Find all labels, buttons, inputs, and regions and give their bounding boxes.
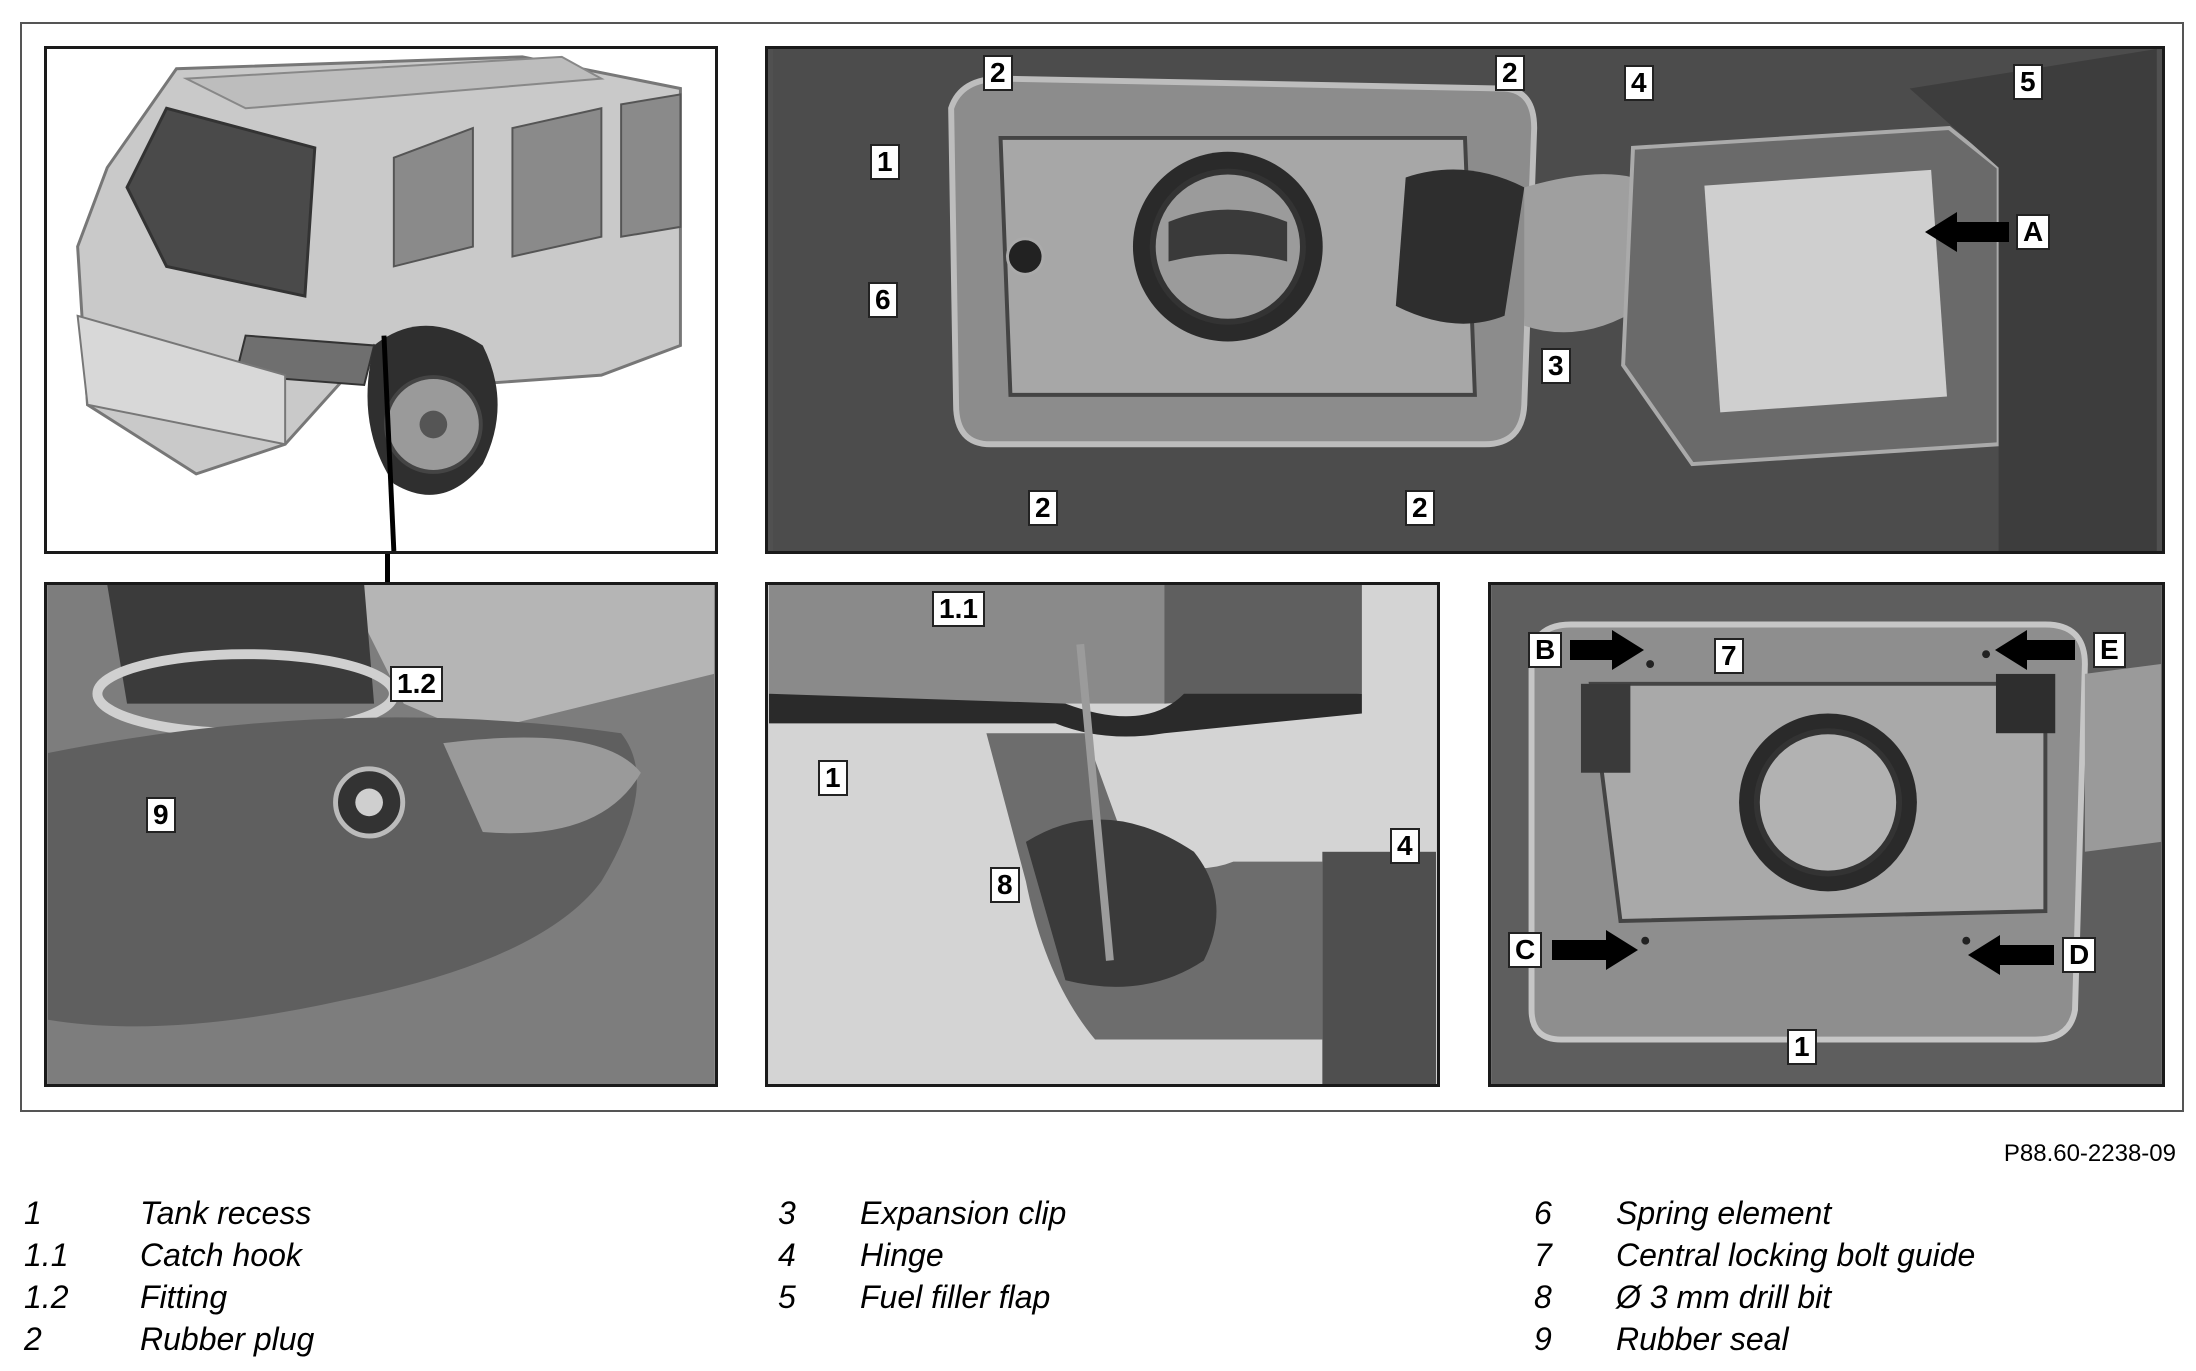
- callout-2-bottom-left: 2: [1028, 490, 1058, 526]
- legend-item: 1 Tank recess: [24, 1192, 724, 1234]
- fuel-filler-overview-panel: [765, 46, 2165, 554]
- vehicle-overview-panel: [44, 46, 718, 554]
- callout-C: C: [1508, 932, 1543, 968]
- legend-item: 1.1 Catch hook: [24, 1234, 724, 1276]
- arrow-D-icon: [1968, 935, 2000, 975]
- callout-1-recess-bottom: 1: [1787, 1029, 1817, 1065]
- legend-text: Tank recess: [140, 1195, 312, 1231]
- legend-number: 1.1: [24, 1237, 69, 1273]
- legend-item: 7 Central locking bolt guide: [1534, 1234, 2174, 1276]
- legend-text: Hinge: [860, 1237, 944, 1273]
- arrow-A-icon: [1925, 212, 1957, 252]
- legend-number: 4: [778, 1237, 796, 1273]
- figure-reference: P88.60-2238-09: [2003, 1140, 2176, 1167]
- fitting-detail-photo: [48, 585, 714, 1084]
- callout-E: E: [2093, 632, 2126, 668]
- callout-1-1-catch-hook: 1.1: [932, 591, 985, 627]
- arrow-C-shaft: [1552, 940, 1608, 960]
- legend-text: Fuel filler flap: [860, 1279, 1051, 1315]
- callout-4-hinge: 4: [1624, 65, 1654, 101]
- tank-recess-photo: [1492, 585, 2161, 1084]
- legend-text: Catch hook: [140, 1237, 302, 1273]
- legend-number: 2: [24, 1321, 42, 1357]
- legend-item: 5 Fuel filler flap: [778, 1276, 1478, 1318]
- legend-text: Spring element: [1616, 1195, 1832, 1231]
- arrow-B-shaft: [1570, 640, 1614, 660]
- vehicle-illustration: [76, 55, 682, 551]
- catch-hook-detail-photo: [769, 585, 1436, 1084]
- legend-number: 1.2: [24, 1279, 69, 1315]
- legend-column-1: 1 Tank recess 1.1 Catch hook 1.2 Fitting 2 R…: [24, 1192, 724, 1360]
- legend-number: 9: [1534, 1321, 1552, 1357]
- arrow-A-shaft: [1955, 222, 2009, 242]
- legend-item: 6 Spring element: [1534, 1192, 2174, 1234]
- fitting-detail-panel: [44, 582, 718, 1087]
- callout-2-top-right: 2: [1495, 55, 1525, 91]
- legend-number: 3: [778, 1195, 796, 1231]
- legend-item: 3 Expansion clip: [778, 1192, 1478, 1234]
- callout-5-fuel-flap: 5: [2013, 64, 2043, 100]
- callout-2-bottom-right: 2: [1405, 490, 1435, 526]
- legend-item: 8 Ø 3 mm drill bit: [1534, 1276, 2174, 1318]
- legend-number: 6: [1534, 1195, 1552, 1231]
- arrow-C-icon: [1606, 930, 1638, 970]
- legend-text: Central locking bolt guide: [1616, 1237, 1976, 1273]
- callout-2-top-left: 2: [983, 55, 1013, 91]
- callout-1-2-fitting: 1.2: [390, 666, 443, 702]
- legend-text: Ø 3 mm drill bit: [1616, 1279, 1832, 1315]
- arrow-B-icon: [1612, 630, 1644, 670]
- legend-text: Expansion clip: [860, 1195, 1067, 1231]
- callout-4-hinge-detail: 4: [1390, 828, 1420, 864]
- legend-text: Rubber seal: [1616, 1321, 1789, 1357]
- callout-A: A: [2016, 214, 2051, 250]
- legend-column-3: 6 Spring element 7 Central locking bolt gu…: [1534, 1192, 2174, 1360]
- legend-item: 1.2 Fitting: [24, 1276, 724, 1318]
- legend-item: 2 Rubber plug: [24, 1318, 724, 1360]
- leader-line: [385, 554, 390, 582]
- arrow-E-shaft: [2025, 640, 2075, 660]
- fuel-filler-photo: [773, 49, 2157, 551]
- callout-6-spring: 6: [868, 282, 898, 318]
- legend-text: Rubber plug: [140, 1321, 315, 1357]
- catch-hook-detail-panel: [765, 582, 1440, 1087]
- legend-item: 9 Rubber seal: [1534, 1318, 2174, 1360]
- callout-3-clip: 3: [1541, 348, 1571, 384]
- legend-text: Fitting: [140, 1279, 228, 1315]
- legend-number: 7: [1534, 1237, 1552, 1273]
- callout-7-bolt-guide: 7: [1714, 638, 1744, 674]
- legend-number: 8: [1534, 1279, 1552, 1315]
- callout-9-seal: 9: [146, 797, 176, 833]
- arrow-E-icon: [1995, 630, 2027, 670]
- callout-D: D: [2062, 937, 2097, 973]
- callout-1-tank-recess: 1: [870, 144, 900, 180]
- callout-1-recess: 1: [818, 760, 848, 796]
- legend-column-2: 3 Expansion clip 4 Hinge 5 Fuel filler flap: [778, 1192, 1478, 1318]
- legend-number: 5: [778, 1279, 796, 1315]
- callout-8-drill-bit: 8: [990, 867, 1020, 903]
- legend-number: 1: [24, 1195, 42, 1231]
- arrow-D-shaft: [1998, 945, 2054, 965]
- callout-B: B: [1528, 632, 1563, 668]
- tank-recess-panel: [1488, 582, 2165, 1087]
- legend-item: 4 Hinge: [778, 1234, 1478, 1276]
